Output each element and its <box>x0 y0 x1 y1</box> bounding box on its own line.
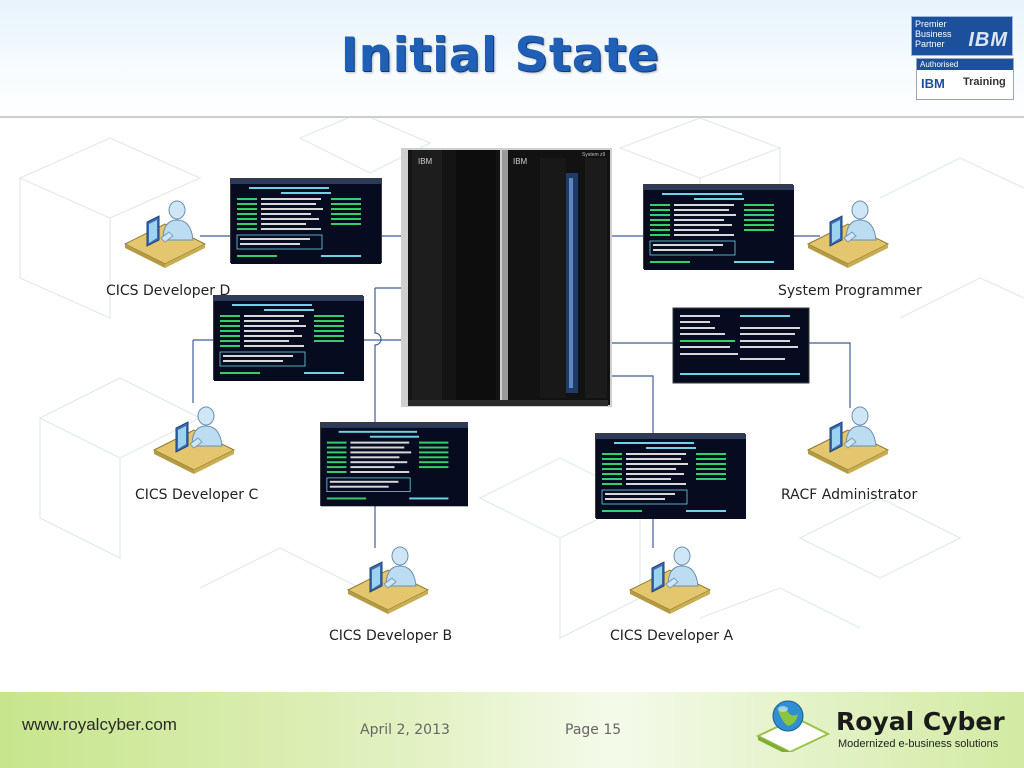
royal-cyber-globe-icon <box>755 700 831 752</box>
partner-text-1: Premier <box>915 19 947 29</box>
training-label: Training <box>963 76 1006 88</box>
authorised-label: Authorised <box>917 59 1013 70</box>
label-system-programmer: System Programmer <box>778 283 922 299</box>
mainframe-model: System z9 <box>582 152 606 158</box>
terminal-screen-dev-a <box>595 433 747 520</box>
terminal-screen-dev-c <box>213 295 365 382</box>
label-cics-developer-c: CICS Developer C <box>135 487 259 503</box>
partner-text-2: Business <box>915 29 952 39</box>
user-icon-dev-d <box>124 200 206 269</box>
label-cics-developer-d: CICS Developer D <box>106 283 231 299</box>
label-racf-administrator: RACF Administrator <box>781 487 918 503</box>
partner-text-3: Partner <box>915 39 945 49</box>
user-icon-dev-a <box>629 546 711 615</box>
terminal-screen-sysprog <box>643 184 795 271</box>
footer-website: www.royalcyber.com <box>22 715 177 734</box>
ibm-logo: IBM <box>968 29 1008 51</box>
slide-header <box>0 0 1024 118</box>
label-cics-developer-b: CICS Developer B <box>329 628 453 644</box>
user-icon-dev-b <box>347 546 429 615</box>
slide-footer <box>0 692 1024 768</box>
training-row: IBM Training <box>917 71 1013 97</box>
company-name: Royal Cyber <box>836 707 1005 736</box>
mainframe-logo-left: IBM <box>418 157 433 166</box>
company-tagline: Modernized e-business solutions <box>838 738 999 750</box>
user-icon-racf <box>807 406 889 475</box>
footer-date: April 2, 2013 <box>360 722 450 738</box>
mainframe-logo-right: IBM <box>513 157 528 166</box>
mainframe <box>401 148 612 407</box>
header-divider <box>0 116 1024 118</box>
slide-title: Initial State <box>340 28 660 83</box>
user-icon-dev-c <box>153 406 235 475</box>
ibm-authorised-training-badge: Authorised IBM Training <box>916 58 1014 100</box>
network-diagram: IBM IBM System z9 <box>124 148 889 615</box>
label-cics-developer-a: CICS Developer A <box>610 628 734 644</box>
terminal-screen-dev-b <box>320 422 469 507</box>
ibm-premier-partner-badge: Premier Business Partner IBM <box>911 16 1013 56</box>
terminal-screen-dev-d <box>230 178 382 265</box>
terminal-screen-racf <box>672 307 810 384</box>
user-icon-sysprog <box>807 200 889 269</box>
ibm-training-logo: IBM <box>921 76 945 91</box>
footer-page-number: Page 15 <box>565 722 622 738</box>
